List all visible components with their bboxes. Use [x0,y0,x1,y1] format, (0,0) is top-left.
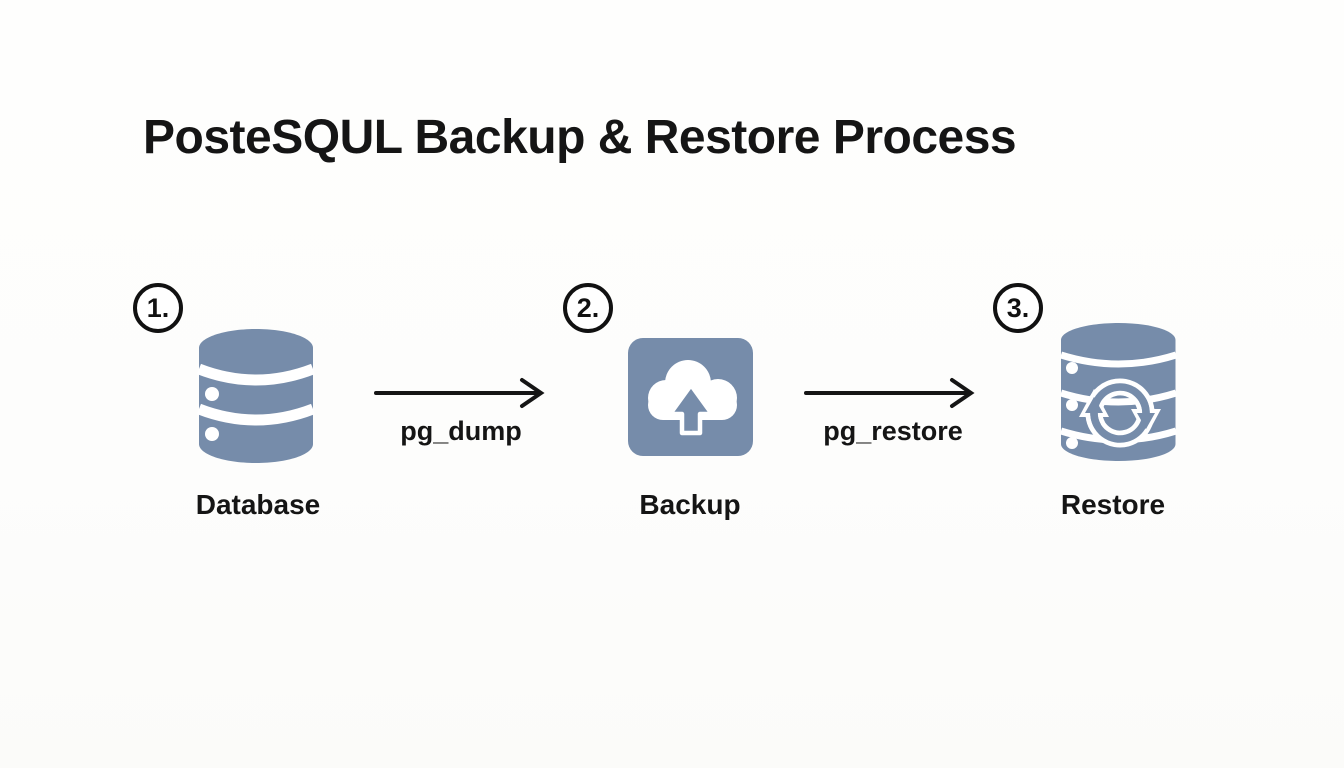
arrow-right-icon [804,378,975,408]
pg-dump-label: pg_dump [400,416,522,446]
step-3-label: Restore [1060,489,1166,520]
step-3-number-badge: 3. [993,283,1043,333]
database-sync-icon [1057,321,1180,463]
step-1-number-badge: 1. [133,283,183,333]
database-cylinder-icon [195,327,317,465]
step-2-label: Backup [639,489,741,520]
step-3-number: 3. [1006,292,1030,323]
step-1-label: Database [195,489,321,520]
cloud-upload-icon [628,338,753,456]
step-1-number: 1. [146,292,170,323]
pg-restore-label: pg_restore [823,416,963,446]
step-2-number: 2. [576,292,600,323]
arrow-right-icon [374,378,545,408]
step-2-number-badge: 2. [563,283,613,333]
page-title: PosteSQUL Backup & Restore Process [143,111,1017,164]
